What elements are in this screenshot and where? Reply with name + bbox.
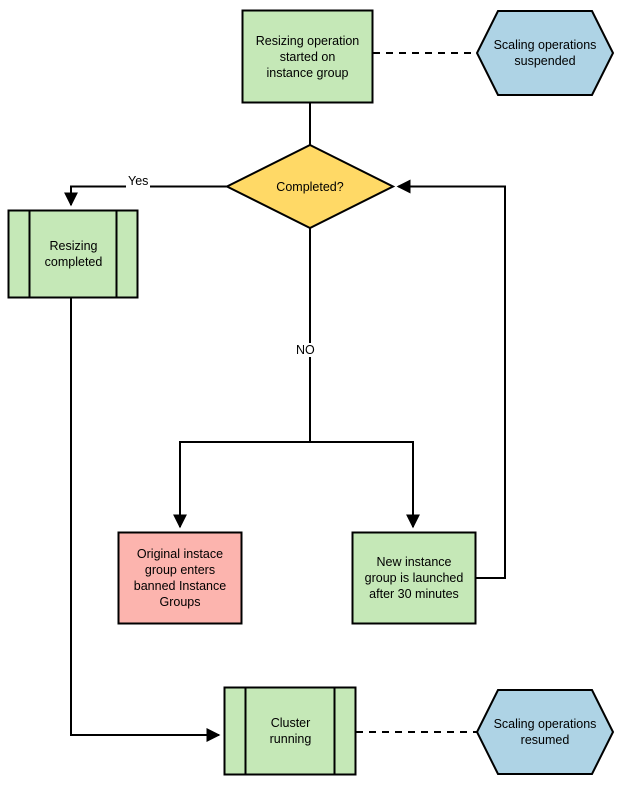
edge-label-yes: Yes xyxy=(126,174,151,188)
edge-decision-yes xyxy=(64,185,227,207)
node-scaling-resumed[interactable] xyxy=(475,689,615,775)
edge-new-group-to-decision xyxy=(396,179,506,579)
edge-no-to-new-group xyxy=(310,441,420,529)
node-completed-decision[interactable] xyxy=(224,143,396,230)
edge-no-to-original-group xyxy=(173,441,310,529)
node-cluster-running[interactable] xyxy=(223,686,357,776)
node-resizing-started[interactable] xyxy=(241,9,374,104)
edge-resizing-completed-to-cluster xyxy=(70,298,221,742)
edge-label-no: NO xyxy=(294,343,317,357)
node-scaling-suspended[interactable] xyxy=(475,10,615,96)
node-resizing-completed[interactable] xyxy=(7,209,139,299)
node-original-group-banned[interactable] xyxy=(117,531,243,625)
node-new-group-launched[interactable] xyxy=(351,531,477,625)
